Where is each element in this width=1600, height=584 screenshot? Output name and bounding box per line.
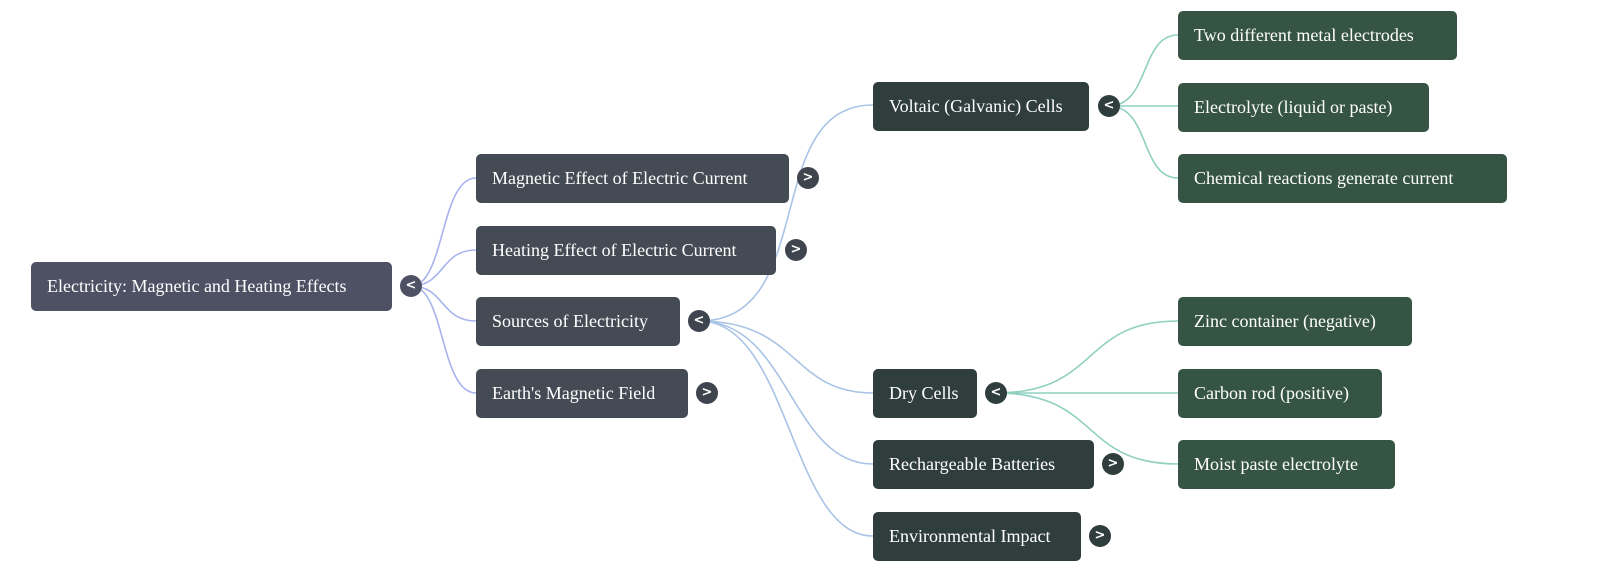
node-dry-cells[interactable]: Dry Cells bbox=[873, 369, 977, 418]
edge-sources-voltaic bbox=[698, 104, 874, 322]
earths-field-expand-toggle[interactable]: > bbox=[696, 382, 718, 404]
node-zinc-container[interactable]: Zinc container (negative) bbox=[1178, 297, 1412, 346]
node-magnetic-effect[interactable]: Magnetic Effect of Electric Current bbox=[476, 154, 789, 203]
edge-voltaic-reactions bbox=[1108, 105, 1179, 179]
heating-effect-expand-toggle[interactable]: > bbox=[785, 239, 807, 261]
node-electrolyte[interactable]: Electrolyte (liquid or paste) bbox=[1178, 83, 1429, 132]
edge-sources-rechargeable bbox=[698, 320, 874, 465]
root-node[interactable]: Electricity: Magnetic and Heating Effect… bbox=[31, 262, 392, 311]
environmental-expand-toggle[interactable]: > bbox=[1089, 525, 1111, 547]
dry-cells-collapse-toggle[interactable]: < bbox=[985, 382, 1007, 404]
edge-dry-paste bbox=[995, 392, 1179, 465]
voltaic-collapse-toggle[interactable]: < bbox=[1098, 95, 1120, 117]
sources-collapse-toggle[interactable]: < bbox=[688, 310, 710, 332]
magnetic-effect-expand-toggle[interactable]: > bbox=[797, 167, 819, 189]
node-environmental-impact[interactable]: Environmental Impact bbox=[873, 512, 1081, 561]
edge-root-earth bbox=[410, 285, 477, 394]
node-heating-effect[interactable]: Heating Effect of Electric Current bbox=[476, 226, 776, 275]
node-rechargeable-batteries[interactable]: Rechargeable Batteries bbox=[873, 440, 1094, 489]
root-collapse-toggle[interactable]: < bbox=[400, 275, 422, 297]
edge-root-magnetic bbox=[410, 177, 477, 287]
node-moist-paste[interactable]: Moist paste electrolyte bbox=[1178, 440, 1395, 489]
node-voltaic-cells[interactable]: Voltaic (Galvanic) Cells bbox=[873, 82, 1089, 131]
edge-voltaic-electrodes bbox=[1108, 34, 1179, 107]
edge-sources-environmental bbox=[698, 320, 874, 537]
node-earths-magnetic-field[interactable]: Earth's Magnetic Field bbox=[476, 369, 688, 418]
node-sources-of-electricity[interactable]: Sources of Electricity bbox=[476, 297, 680, 346]
rechargeable-expand-toggle[interactable]: > bbox=[1102, 453, 1124, 475]
edge-dry-zinc bbox=[995, 320, 1179, 394]
edge-root-sources bbox=[410, 285, 477, 322]
edge-sources-dry bbox=[698, 320, 874, 394]
node-carbon-rod[interactable]: Carbon rod (positive) bbox=[1178, 369, 1382, 418]
node-metal-electrodes[interactable]: Two different metal electrodes bbox=[1178, 11, 1457, 60]
node-chemical-reactions[interactable]: Chemical reactions generate current bbox=[1178, 154, 1507, 203]
